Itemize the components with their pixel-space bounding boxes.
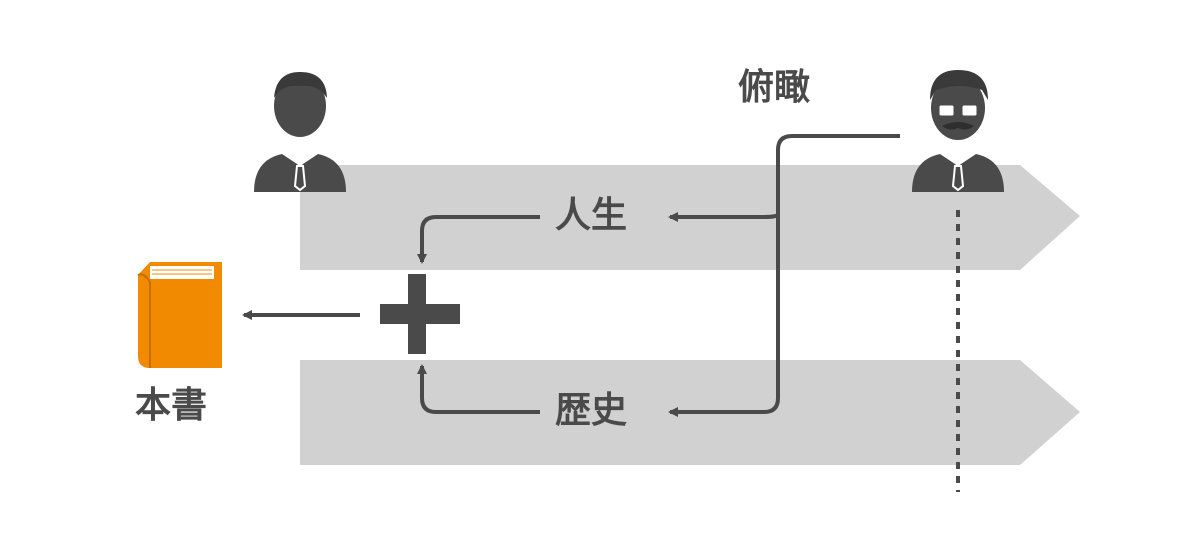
history-label: 歴史	[555, 390, 628, 431]
book-icon	[137, 262, 222, 368]
history-to-plus-arrow	[417, 364, 540, 414]
life-to-plus-arrow	[417, 215, 540, 264]
person-icon	[254, 72, 346, 192]
overview-connector	[668, 134, 900, 417]
life-label: 人生	[555, 195, 628, 236]
overview-label: 俯瞰	[738, 67, 811, 108]
plus-icon	[380, 274, 460, 354]
person-with-glasses-mustache-icon	[912, 70, 1004, 192]
overview-to-life-arrow	[668, 212, 780, 222]
book-label: 本書	[135, 385, 208, 426]
